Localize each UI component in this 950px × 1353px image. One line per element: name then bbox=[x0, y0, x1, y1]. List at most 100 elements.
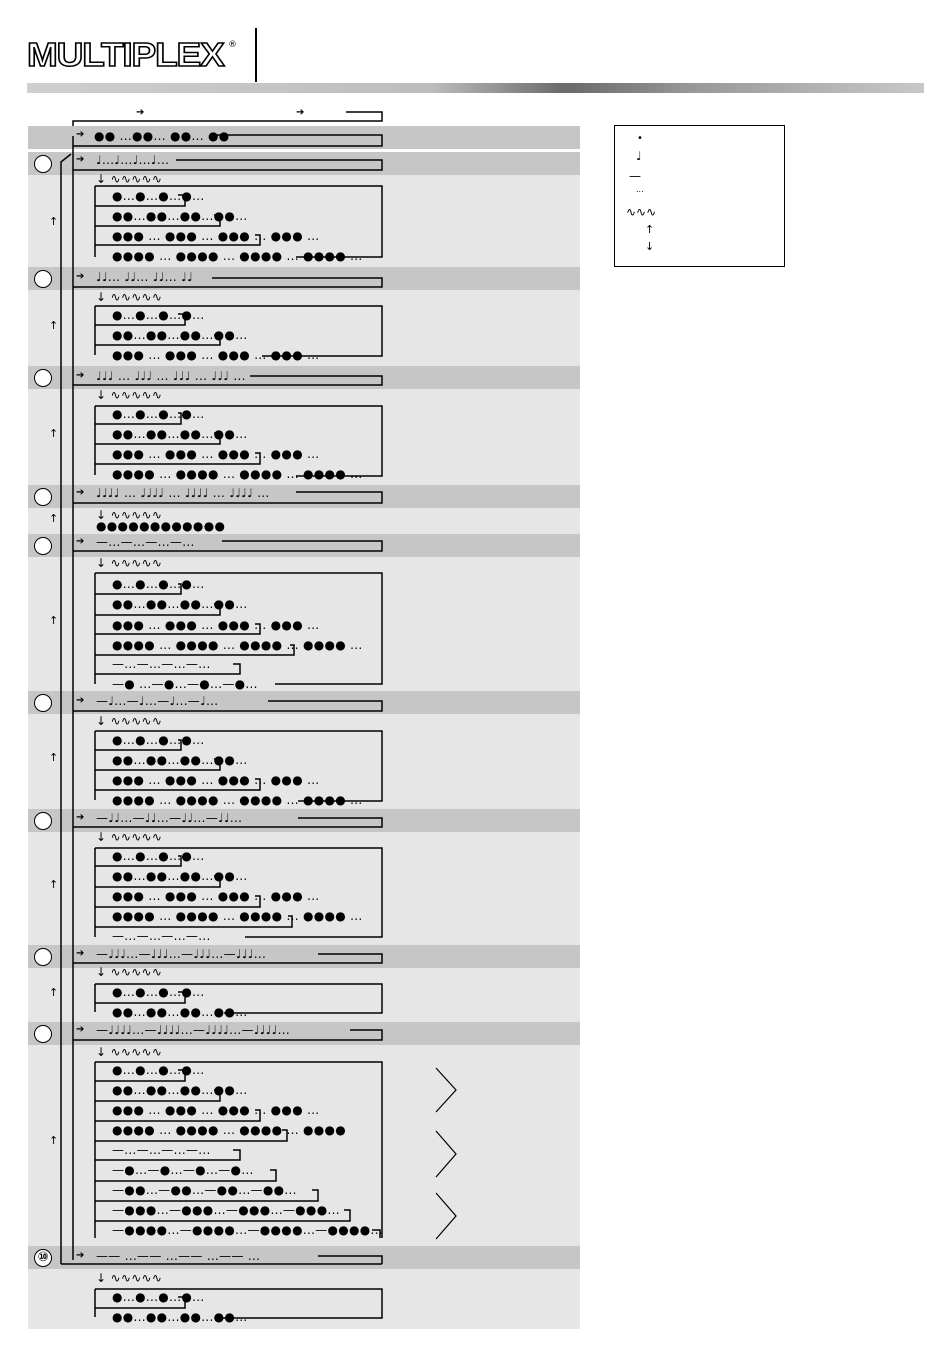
down-arrow-icon: ↓ bbox=[96, 830, 107, 844]
wave-line: ↓ ∿∿∿∿∿ bbox=[96, 509, 162, 521]
wave-line: ↓ ∿∿∿∿∿ bbox=[96, 715, 162, 727]
body-bg-10 bbox=[28, 1269, 580, 1329]
section-marker-10: ⑩ bbox=[34, 1249, 52, 1267]
pattern-line: ●●● ... ●●● ... ●●● ... ●●● ... bbox=[112, 229, 320, 243]
wave-icon: ∿∿∿∿∿ bbox=[110, 830, 163, 844]
right-arrow-icon: ➔ bbox=[76, 948, 85, 959]
wave-icon: ∿∿∿∿∿ bbox=[110, 556, 163, 570]
up-arrow-icon: ↑ bbox=[49, 751, 59, 764]
pattern-line: ●●...●●...●●...●●... bbox=[112, 869, 248, 883]
wave-line: ↓ ∿∿∿∿∿ bbox=[96, 557, 162, 569]
pattern-line: ●●● ... ●●● ... ●●● ... ●●● ... bbox=[112, 618, 320, 632]
wave-icon: ∿∿∿∿∿ bbox=[110, 388, 163, 402]
up-arrow-icon: ↑ bbox=[49, 1134, 59, 1147]
right-arrow-icon: ➔ bbox=[76, 487, 85, 498]
top-arrow-2: ➔ bbox=[296, 107, 305, 118]
pattern-line: —...—...—...—... bbox=[112, 1143, 211, 1157]
wave-icon: ∿∿∿∿∿ bbox=[110, 714, 163, 728]
chevron-icon bbox=[435, 1067, 457, 1113]
wave-line: ↓ ∿∿∿∿∿ bbox=[96, 173, 162, 185]
pattern-line: ●●...●●...●●...●●... bbox=[112, 597, 248, 611]
wave-line: ↓ ∿∿∿∿∿ bbox=[96, 1272, 162, 1284]
body-bg-1 bbox=[28, 175, 580, 267]
header-pattern-9: —♩♩♩♩...—♩♩♩♩...—♩♩♩♩...—♩♩♩♩... bbox=[96, 1023, 290, 1037]
down-arrow-icon: ↓ bbox=[96, 172, 107, 186]
header-divider bbox=[255, 28, 257, 82]
up-arrow-icon: ↑ bbox=[49, 215, 59, 228]
body-bg-2 bbox=[28, 290, 580, 366]
pattern-line: ●...●...●...●... bbox=[112, 1290, 205, 1304]
right-arrow-icon: ➔ bbox=[76, 271, 85, 282]
pattern-line: ●●●● ... ●●●● ... ●●●● ... ●●●● ... bbox=[112, 249, 363, 263]
right-arrow-icon: ➔ bbox=[76, 129, 85, 140]
pattern-line: ●●●● ... ●●●● ... ●●●● ... ●●●● ... bbox=[112, 909, 363, 923]
row-bg-6 bbox=[28, 691, 580, 714]
chevron-icon bbox=[435, 1130, 457, 1178]
pattern-line: ●...●...●...●... bbox=[112, 1063, 205, 1077]
wave-icon: ∿∿∿∿∿ bbox=[110, 965, 163, 979]
section-marker-1 bbox=[34, 155, 52, 173]
up-arrow-icon: ↑ bbox=[49, 427, 59, 440]
header-pattern-0: ●● ...●●... ●●... ●● bbox=[94, 129, 230, 143]
down-arrow-icon: ↓ bbox=[96, 556, 107, 570]
section-marker-7 bbox=[34, 812, 52, 830]
wave-line: ↓ ∿∿∿∿∿ bbox=[96, 966, 162, 978]
pattern-line: ●●● ... ●●● ... ●●● ... ●●● ... bbox=[112, 1103, 320, 1117]
header-pattern-8: —♩♩♩...—♩♩♩...—♩♩♩...—♩♩♩... bbox=[96, 947, 267, 961]
section-marker-6 bbox=[34, 694, 52, 712]
right-arrow-icon: ➔ bbox=[76, 695, 85, 706]
section-marker-3 bbox=[34, 369, 52, 387]
up-arrow-icon: ↑ bbox=[49, 878, 59, 891]
pattern-line: ●●●● ... ●●●● ... ●●●● ... ●●●● ... bbox=[112, 638, 363, 652]
pattern-line: ●●● ... ●●● ... ●●● ... ●●● ... bbox=[112, 447, 320, 461]
pattern-line: ●...●...●...●... bbox=[112, 985, 205, 999]
pattern-line: —●●...—●●...—●●...—●●... bbox=[112, 1183, 297, 1197]
header-pattern-6: —♩...—♩...—♩...—♩... bbox=[96, 694, 219, 708]
down-arrow-icon: ↓ bbox=[96, 1271, 107, 1285]
section-marker-5 bbox=[34, 537, 52, 555]
body-bg-5 bbox=[28, 557, 580, 691]
right-arrow-icon: ➔ bbox=[76, 536, 85, 547]
header-pattern-1: ♩...♩...♩...♩... bbox=[96, 153, 170, 167]
section-marker-9 bbox=[34, 1025, 52, 1043]
pattern-line: ●...●...●...●... bbox=[112, 407, 205, 421]
row-bg-3 bbox=[28, 366, 580, 389]
wave-icon: ∿∿∿∿∿ bbox=[110, 1045, 163, 1059]
pattern-line: ●...●...●...●... bbox=[112, 577, 205, 591]
pattern-line: ●●...●●...●●...●●... bbox=[112, 1310, 248, 1324]
legend-pause-icon: ... bbox=[636, 185, 644, 194]
pattern-line: ●●...●●...●●...●●... bbox=[112, 328, 248, 342]
legend-up-arrow-icon: ↑ bbox=[645, 223, 655, 236]
wave-icon: ∿∿∿∿∿ bbox=[110, 508, 163, 522]
pattern-line: ●●...●●...●●...●●... bbox=[112, 753, 248, 767]
header-pattern-3: ♩♩♩ ... ♩♩♩ ... ♩♩♩ ... ♩♩♩ ... bbox=[96, 369, 246, 383]
header-gradient-bar bbox=[27, 83, 924, 93]
legend-dot-icon: • bbox=[637, 133, 643, 144]
pattern-line: —●●●...—●●●...—●●●...—●●●... bbox=[112, 1203, 340, 1217]
pattern-line: ●...●...●...●... bbox=[112, 308, 205, 322]
wave-icon: ∿∿∿∿∿ bbox=[110, 172, 163, 186]
top-arrow-1: ➔ bbox=[136, 107, 145, 118]
header-pattern-10: —— ...—— ...—— ...—— ... bbox=[96, 1249, 261, 1263]
right-arrow-icon: ➔ bbox=[76, 370, 85, 381]
body-bg-6 bbox=[28, 714, 580, 809]
pattern-line: —...—...—...—... bbox=[112, 657, 211, 671]
section-marker-2 bbox=[34, 270, 52, 288]
pattern-line: ●●●● ... ●●●● ... ●●●● ... ●●●● ... bbox=[112, 793, 363, 807]
wave-line: ↓ ∿∿∿∿∿ bbox=[96, 831, 162, 843]
up-arrow-icon: ↑ bbox=[49, 986, 59, 999]
body-bg-7 bbox=[28, 832, 580, 945]
chevron-icon bbox=[435, 1192, 457, 1240]
section-marker-8 bbox=[34, 948, 52, 966]
pattern-line: ●●...●●...●●...●●... bbox=[112, 1005, 248, 1019]
pattern-line: —●●●●...—●●●●...—●●●●...—●●●●... bbox=[112, 1223, 383, 1237]
up-arrow-icon: ↑ bbox=[49, 614, 59, 627]
wave-line: ↓ ∿∿∿∿∿ bbox=[96, 1046, 162, 1058]
down-arrow-icon: ↓ bbox=[96, 508, 107, 522]
legend-down-arrow-icon: ↓ bbox=[645, 240, 655, 253]
header-pattern-2: ♩♩... ♩♩... ♩♩... ♩♩ bbox=[96, 270, 194, 284]
legend-box: • ♩ — ... ∿∿∿ ↑ ↓ bbox=[614, 125, 785, 267]
body-bg-3 bbox=[28, 389, 580, 485]
right-arrow-icon: ➔ bbox=[76, 1024, 85, 1035]
